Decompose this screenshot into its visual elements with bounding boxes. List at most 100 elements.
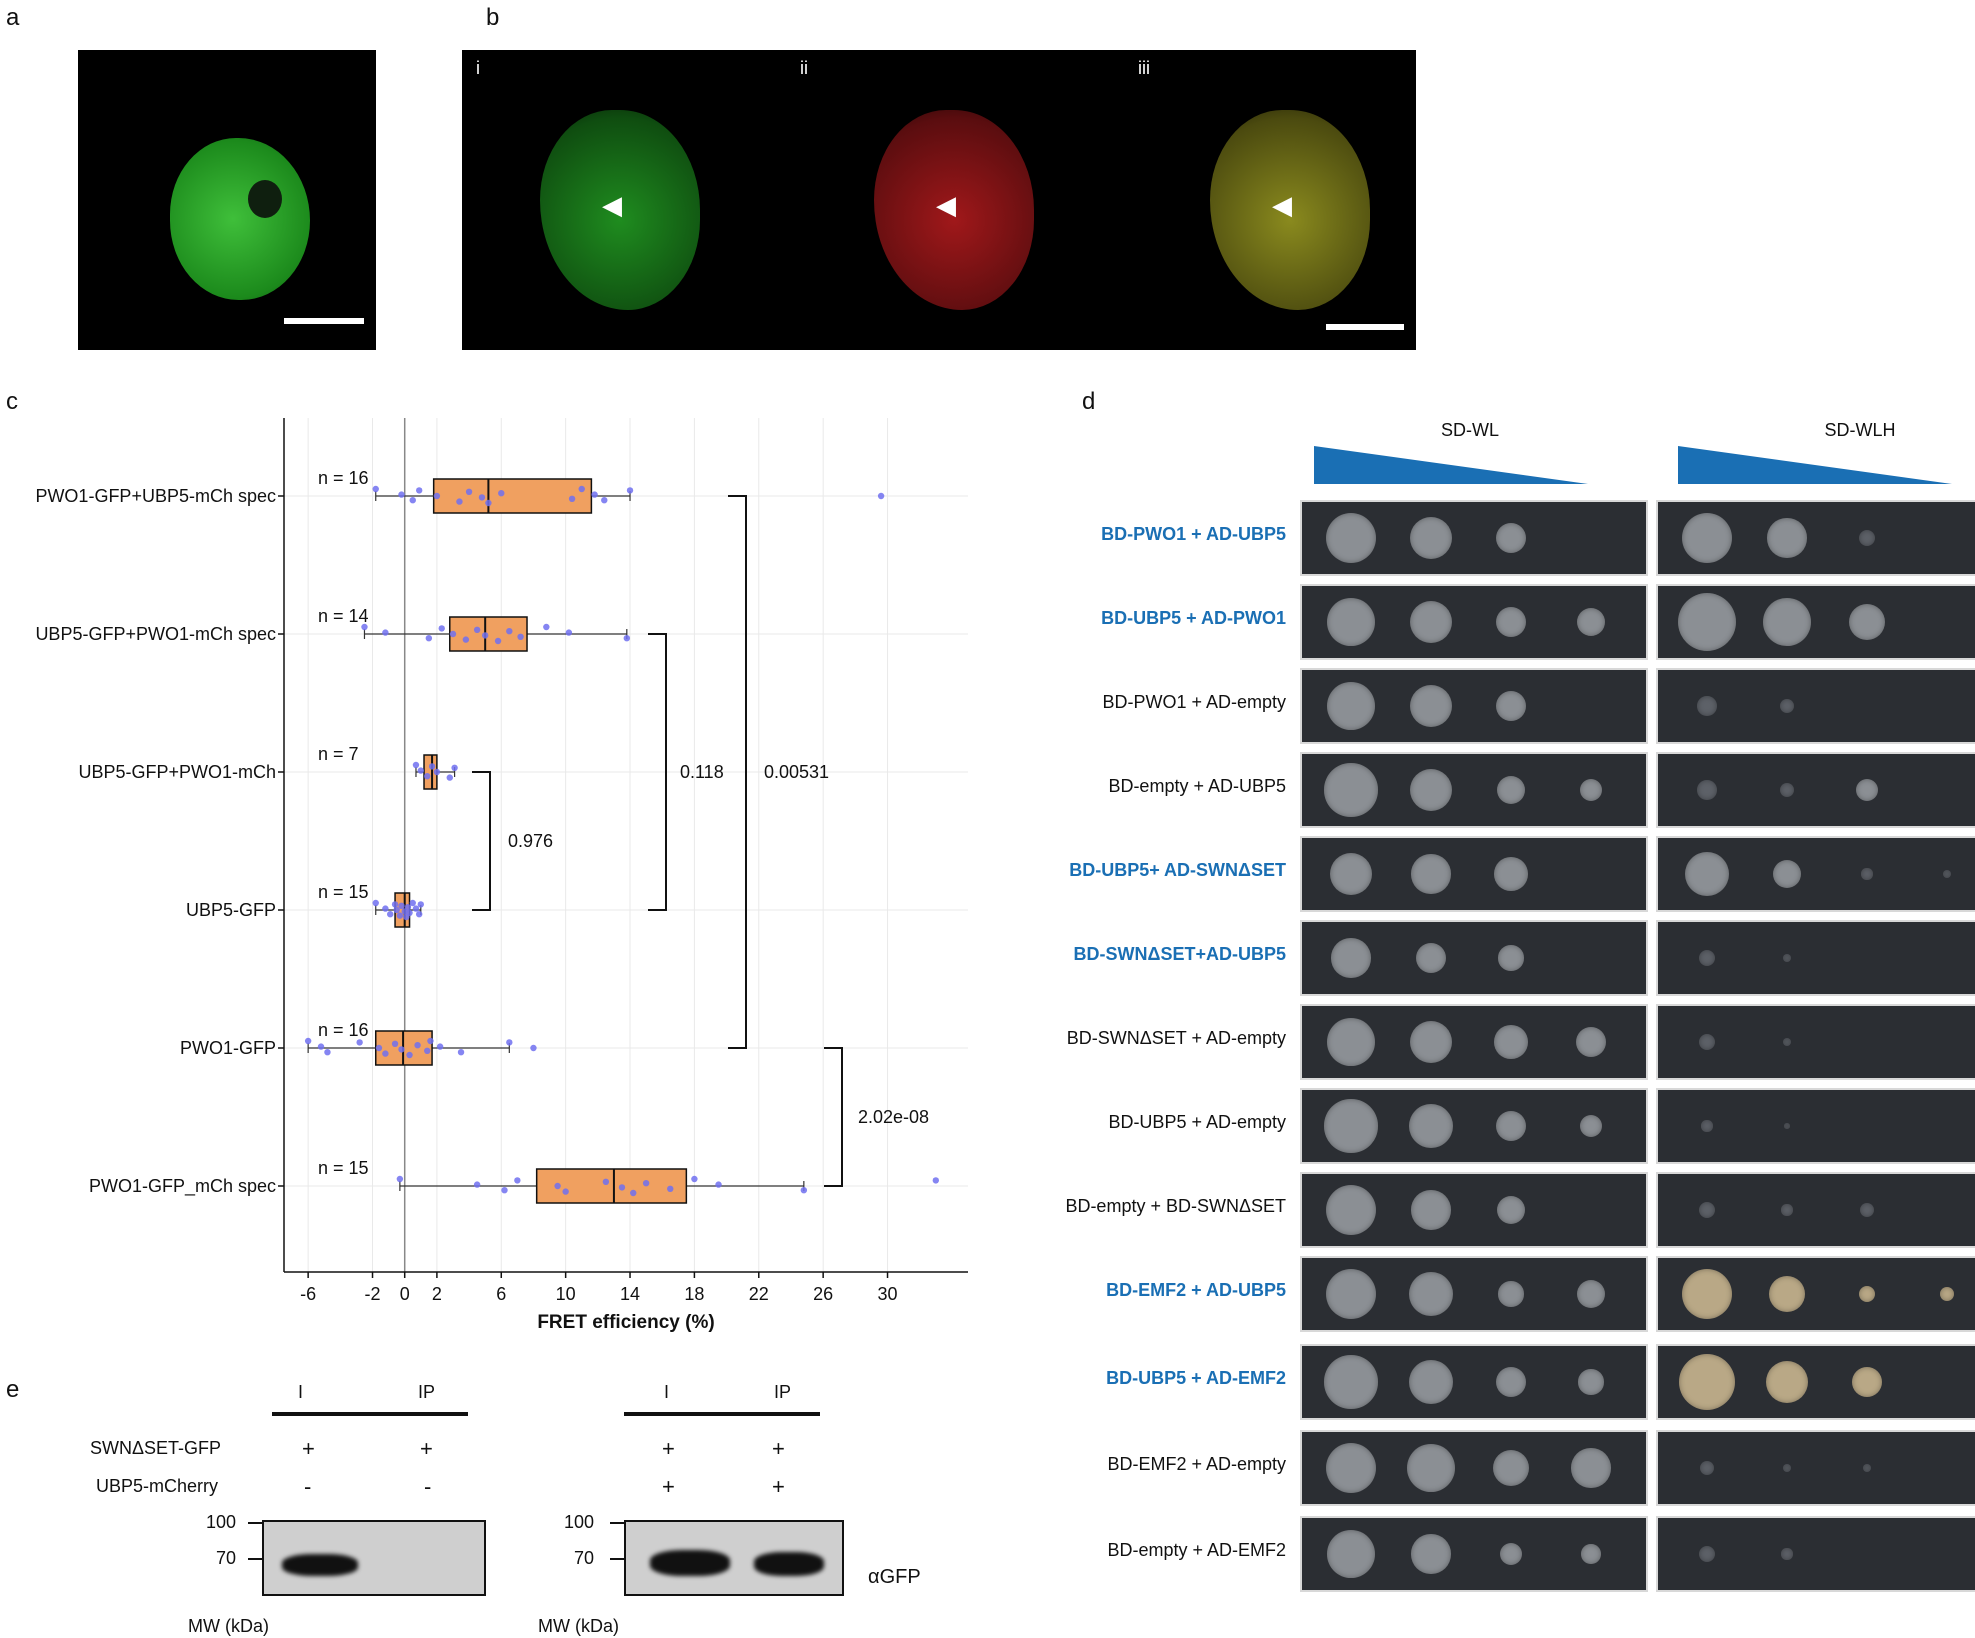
data-point (396, 1175, 404, 1183)
data-point (498, 490, 505, 497)
medium-label-sdwlh: SD-WLH (1824, 420, 1896, 440)
sign-marker: + (420, 1436, 433, 1461)
yeast-colony (1495, 690, 1527, 722)
yeast-colony (1495, 1110, 1527, 1142)
medium-label-sdwl: SD-WL (1441, 420, 1499, 440)
iqr-box (535, 1168, 688, 1204)
data-point (406, 1051, 413, 1059)
plate-sd-wl (1300, 920, 1648, 996)
x-tick-label: 26 (813, 1284, 833, 1304)
plate-sd-wlh (1656, 1430, 1975, 1506)
mw-marker-top: 100 (206, 1512, 237, 1532)
data-point (506, 1039, 513, 1046)
iqr-box (449, 616, 528, 652)
yeast-colony (1766, 1361, 1808, 1403)
plate-sd-wlh (1656, 1088, 1975, 1164)
construct-pair-label: BD-UBP5 + AD-PWO1 (1101, 608, 1286, 628)
yeast-colony (1679, 1354, 1735, 1410)
construct-pair-label: BD-empty + BD-SWNΔSET (1065, 1196, 1286, 1216)
data-point (642, 1180, 650, 1187)
x-axis-label: FRET efficiency (%) (537, 1312, 714, 1333)
arrowhead-icon: ◀ (1272, 190, 1292, 220)
data-point (304, 1037, 312, 1045)
plate-sd-wlh (1656, 920, 1975, 996)
yeast-colony (1763, 598, 1811, 646)
panel-letter-c: c (6, 388, 18, 415)
antibody-label: αGFP (868, 1566, 921, 1588)
plate-sd-wl (1300, 584, 1648, 660)
data-point (568, 495, 576, 502)
yeast-colony (1498, 1281, 1524, 1307)
x-tick-label: 6 (496, 1284, 506, 1304)
nucleus-mcherry (874, 110, 1034, 310)
plate-sd-wlh (1656, 1172, 1975, 1248)
yeast-colony (1781, 1204, 1793, 1216)
construct-pair-label: BD-UBP5 + AD-empty (1108, 1112, 1286, 1132)
yeast-colony (1331, 938, 1371, 978)
x-tick-label: 30 (878, 1284, 898, 1304)
sign-marker: + (662, 1436, 675, 1461)
significance-bracket (824, 1047, 843, 1187)
yeast-colony (1497, 776, 1525, 804)
yeast-colony (1855, 778, 1879, 802)
data-point (457, 1049, 465, 1056)
plate-sd-wlh (1656, 1344, 1975, 1420)
data-point (478, 494, 486, 501)
plate-sd-wl (1300, 1256, 1648, 1332)
data-point (433, 492, 441, 500)
yeast-colony (1408, 1359, 1454, 1405)
yeast-colony (1410, 601, 1452, 643)
y-category-label: PWO1-GFP+UBP5-mCh spec (35, 486, 276, 506)
construct-pair-label: BD-SWNΔSET+AD-UBP5 (1073, 944, 1286, 964)
western-blot-left (262, 1520, 486, 1596)
data-point (578, 485, 585, 493)
yeast-colony (1577, 608, 1605, 636)
data-point (412, 761, 420, 769)
panel-letter-d: d (1082, 388, 1096, 415)
mw-tick (248, 1558, 262, 1560)
scale-bar (1326, 324, 1404, 330)
data-point (473, 626, 481, 633)
sample-size-label: n = 14 (318, 606, 369, 626)
yeast-colony (1492, 1449, 1530, 1487)
sample-size-label: n = 16 (318, 468, 369, 488)
yeast-colony (1581, 1544, 1601, 1564)
y-category-label: PWO1-GFP (180, 1038, 276, 1058)
data-point (451, 764, 458, 771)
yeast-colony (1498, 945, 1524, 971)
x-tick-label: 2 (432, 1284, 442, 1304)
yeast-colony (1782, 953, 1792, 963)
mw-tick (610, 1558, 624, 1560)
yeast-colony (1698, 1033, 1716, 1051)
data-point (393, 906, 400, 914)
data-point (438, 625, 445, 632)
construct-pair-label: BD-PWO1 + AD-empty (1102, 692, 1286, 712)
p-value-label: 2.02e-08 (858, 1107, 929, 1127)
data-point (514, 1177, 521, 1184)
yeast-colony (1698, 1201, 1716, 1219)
yeast-colony (1411, 1534, 1451, 1574)
x-tick-label: 22 (749, 1284, 769, 1304)
lane-label-ip: IP (774, 1382, 792, 1402)
yeast-colony (1848, 603, 1886, 641)
yeast-colony (1324, 763, 1378, 817)
yeast-colony (1942, 869, 1952, 879)
yeast-colony (1325, 1184, 1377, 1236)
x-tick-label: -6 (300, 1284, 316, 1304)
nucleus-gfp (540, 110, 700, 310)
data-point (382, 629, 389, 636)
yeast-colony (1858, 1285, 1876, 1303)
yeast-colony (1494, 857, 1528, 891)
mw-marker-bottom: 70 (216, 1548, 237, 1568)
data-point (428, 763, 436, 770)
plate-sd-wlh (1656, 1516, 1975, 1592)
subpanel-i-label: i (476, 58, 480, 78)
y-category-label: UBP5-GFP+PWO1-mCh (78, 762, 276, 782)
data-point (424, 1047, 431, 1054)
yeast-colony (1768, 1275, 1806, 1313)
dilution-wedge-sdwlh (1678, 446, 1952, 484)
yeast-colony (1494, 1025, 1528, 1059)
yeast-colony (1858, 529, 1876, 547)
lane-header-rule (624, 1412, 820, 1416)
